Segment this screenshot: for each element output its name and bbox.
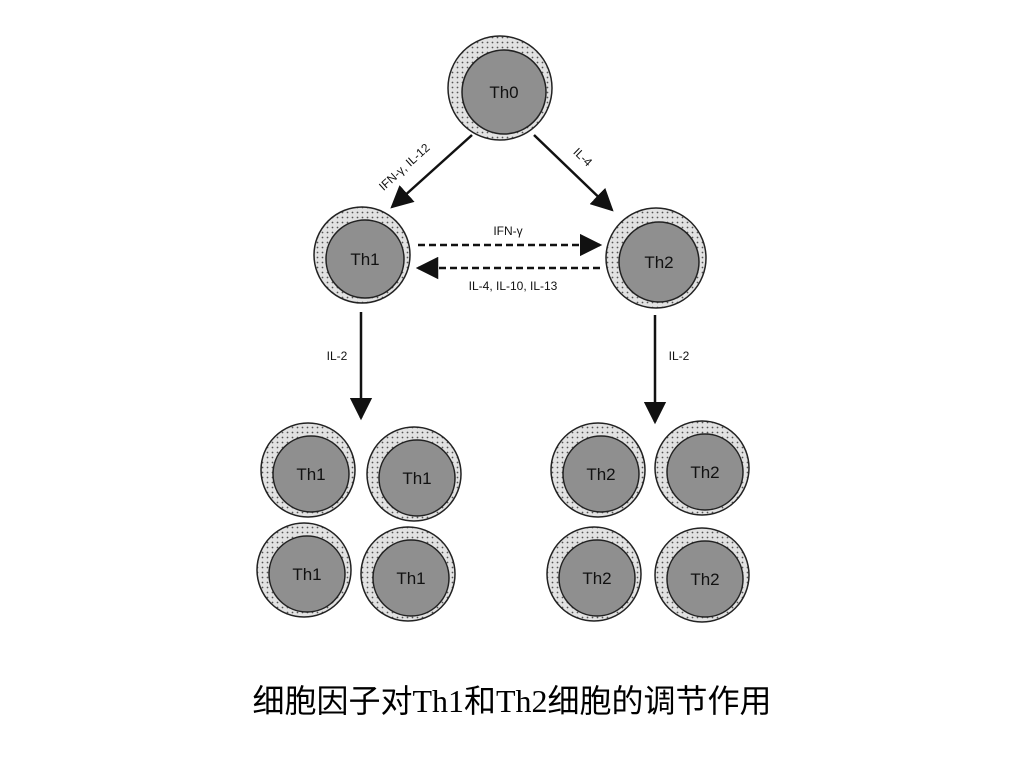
th2-cluster: Th2 Th2 Th2 Th2 (546, 420, 750, 623)
th2-cluster-cell: Th2 (550, 422, 646, 518)
th2-cluster-label: Th2 (582, 569, 611, 588)
th1-cluster-cell: Th1 (260, 422, 356, 518)
th1-cluster-cell: Th1 (366, 426, 462, 522)
th1-cluster-cell: Th1 (360, 526, 456, 622)
th1-expansion-label: IL-2 (327, 349, 348, 363)
th2-cluster-cell: Th2 (546, 526, 642, 622)
th2-label: Th2 (644, 253, 673, 272)
th2-expansion-label: IL-2 (669, 349, 690, 363)
th1-cluster-label: Th1 (402, 469, 431, 488)
th2-to-th1-label: IL-4, IL-10, IL-13 (469, 279, 558, 293)
cytokine-regulation-diagram: Th0 Th1 Th2 IFN-γ, IL-12 IL-4 IFN-γ IL-4… (256, 35, 750, 623)
th1-label: Th1 (350, 250, 379, 269)
th2-cluster-label: Th2 (586, 465, 615, 484)
th1-cell: Th1 (313, 206, 411, 304)
th0-label: Th0 (489, 83, 518, 102)
th0-to-th1-label: IFN-γ, IL-12 (376, 140, 433, 193)
th2-cluster-cell: Th2 (654, 420, 750, 516)
th1-cluster-cell: Th1 (256, 522, 352, 618)
th0-to-th2-label: IL-4 (570, 145, 595, 170)
th0-to-th2-arrow (533, 134, 614, 212)
th1-to-th2-label: IFN-γ (493, 224, 522, 238)
th2-cluster-label: Th2 (690, 570, 719, 589)
th1-cluster-label: Th1 (296, 465, 325, 484)
th2-cluster-cell: Th2 (654, 527, 750, 623)
th2-cell: Th2 (605, 207, 707, 309)
th0-cell: Th0 (447, 35, 553, 141)
th0-to-th1-arrow (390, 134, 473, 209)
th1-cluster-label: Th1 (292, 565, 321, 584)
slide-caption: 细胞因子对Th1和Th2细胞的调节作用 (252, 683, 772, 719)
th2-cluster-label: Th2 (690, 463, 719, 482)
th1-cluster-label: Th1 (396, 569, 425, 588)
th1-cluster: Th1 Th1 Th1 Th1 (256, 422, 462, 622)
